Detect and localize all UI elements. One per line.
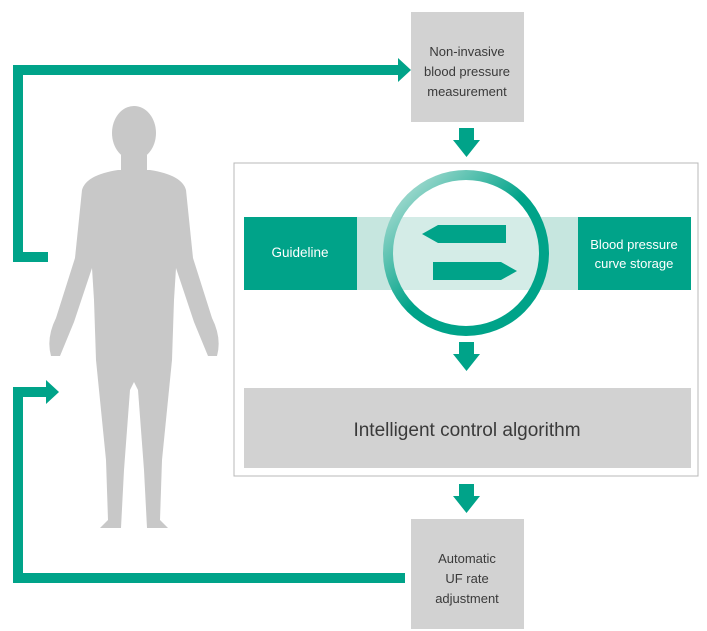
measurement-box-bg (411, 12, 524, 122)
feedback-arrow-top (13, 58, 411, 262)
adjustment-line-2: UF rate (445, 571, 488, 586)
guideline-label: Guideline (271, 245, 328, 260)
arrow-top-head (398, 58, 411, 82)
adjustment-box-bg (411, 519, 524, 629)
arrow-down-algorithm (453, 484, 480, 513)
guideline-box: Guideline (244, 217, 357, 290)
storage-box-bg (578, 217, 691, 290)
algorithm-box-bg (244, 388, 691, 468)
arrow-top-line (13, 65, 400, 262)
storage-box: Blood pressure curve storage (578, 217, 691, 290)
arrow-down-1-head (453, 140, 480, 157)
ring-circle (383, 170, 549, 336)
storage-line-2: curve storage (595, 256, 674, 271)
algorithm-label: Intelligent control algorithm (353, 420, 580, 441)
arrow-down-ring (453, 342, 480, 371)
double-arrow-exchange-icon (422, 225, 517, 280)
guideline-box-bg (244, 217, 357, 290)
measurement-line-1: Non-invasive (429, 44, 504, 59)
adjustment-line-1: Automatic (438, 551, 496, 566)
measurement-box: Non-invasive blood pressure measurement (411, 12, 524, 122)
arrow-down-2-stem (459, 342, 474, 354)
arrow-down-3-head (453, 496, 480, 513)
arrow-right (433, 262, 517, 280)
arrow-bottom-head (46, 380, 59, 404)
human-figure-icon (49, 106, 219, 528)
arrow-down-1-stem (459, 128, 474, 140)
arrow-down-3-stem (459, 484, 474, 496)
algorithm-box: Intelligent control algorithm (244, 388, 691, 468)
adjustment-box: Automatic UF rate adjustment (411, 519, 524, 629)
measurement-line-2: blood pressure (424, 64, 510, 79)
figure-body (49, 170, 219, 528)
arrow-bottom-line (13, 387, 405, 583)
measurement-line-3: measurement (427, 84, 507, 99)
arrow-down-2-head (453, 354, 480, 371)
figure-head (112, 106, 156, 160)
exchange-ring (383, 170, 549, 336)
adjustment-line-3: adjustment (435, 591, 499, 606)
arrow-left (422, 225, 506, 243)
arrow-down-measurement (453, 128, 480, 157)
feedback-arrow-bottom (13, 380, 405, 583)
storage-line-1: Blood pressure (590, 237, 677, 252)
